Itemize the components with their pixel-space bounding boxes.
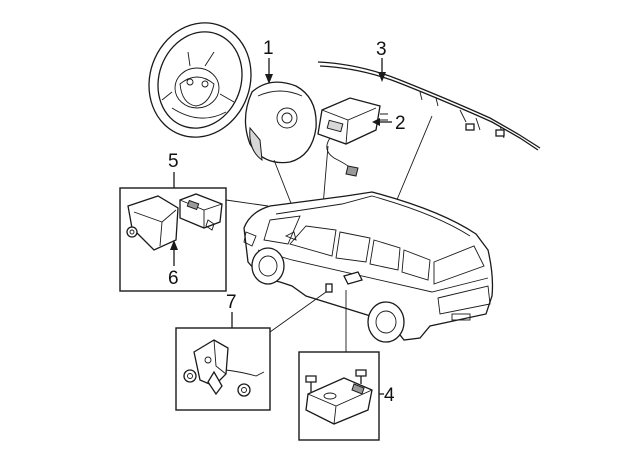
callout-3: 3 <box>376 39 387 60</box>
steering-wheel-icon <box>148 22 252 138</box>
sensor-module-icon <box>179 193 223 231</box>
callout-1: 1 <box>263 38 274 59</box>
callout-5: 5 <box>168 151 179 172</box>
airbag-control-module-icon <box>317 97 388 177</box>
bracket-icon <box>183 339 265 397</box>
callout-2: 2 <box>395 113 406 134</box>
callout-7: 7 <box>226 292 237 313</box>
occupant-sensor-icon <box>126 195 179 251</box>
curtain-airbag-icon <box>317 61 541 151</box>
callout-6: 6 <box>168 268 179 289</box>
leader-curtain-to-vehicle <box>395 115 433 203</box>
airbag-sensor-unit-icon <box>305 369 373 425</box>
driver-airbag-icon <box>244 81 317 164</box>
suv-vehicle-icon <box>243 191 494 343</box>
leader-box5-to-vehicle <box>225 199 269 207</box>
leader-box7-to-vehicle <box>269 291 327 333</box>
callout-4: 4 <box>384 385 395 406</box>
